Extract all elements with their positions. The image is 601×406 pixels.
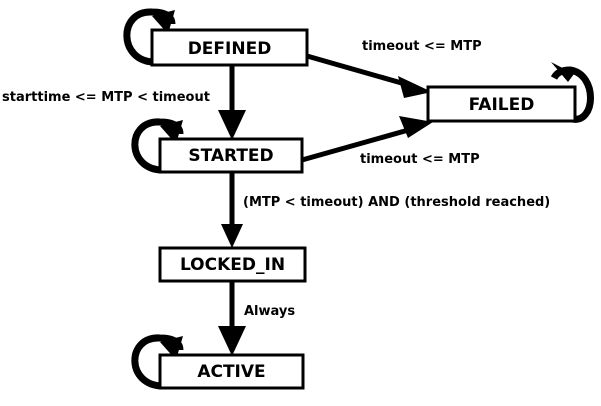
arrowhead-started-to-lockedin xyxy=(221,224,243,248)
arrowhead-defined-to-failed xyxy=(398,76,432,98)
state-node-active[interactable]: ACTIVE xyxy=(158,353,305,390)
edge-label-always: Always xyxy=(244,304,295,319)
edge-label-timeout-mtp-top: timeout <= MTP xyxy=(362,39,482,54)
state-label-defined: DEFINED xyxy=(188,39,272,59)
transition-defined-to-started xyxy=(218,65,246,140)
edge-label-threshold-reached: (MTP < timeout) AND (threshold reached) xyxy=(243,195,550,210)
transition-failed-self-loop xyxy=(550,62,594,123)
state-node-failed[interactable]: FAILED xyxy=(426,85,577,123)
state-node-locked-in[interactable]: LOCKED_IN xyxy=(158,246,307,283)
transition-defined-self-loop xyxy=(123,8,176,66)
transition-started-to-lockedin xyxy=(221,172,243,248)
arrowhead-failed-self xyxy=(551,62,574,82)
edge-label-starttime-range: starttime <= MTP < timeout xyxy=(2,90,210,105)
state-label-started: STARTED xyxy=(188,146,273,166)
state-label-failed: FAILED xyxy=(469,95,535,115)
transition-started-to-failed xyxy=(301,116,433,163)
state-label-active: ACTIVE xyxy=(197,362,265,382)
arrowhead-lockedin-to-active xyxy=(218,326,246,356)
state-node-started[interactable]: STARTED xyxy=(158,137,304,174)
transition-defined-to-failed xyxy=(306,53,432,98)
edge-label-timeout-mtp-bottom: timeout <= MTP xyxy=(360,152,480,167)
arrowhead-defined-self xyxy=(152,10,175,34)
state-node-defined[interactable]: DEFINED xyxy=(150,28,309,67)
arrowhead-started-to-failed xyxy=(399,116,433,138)
state-label-locked-in: LOCKED_IN xyxy=(180,255,285,275)
transition-lockedin-to-active xyxy=(218,281,246,356)
arrowhead-defined-to-started xyxy=(218,110,246,140)
